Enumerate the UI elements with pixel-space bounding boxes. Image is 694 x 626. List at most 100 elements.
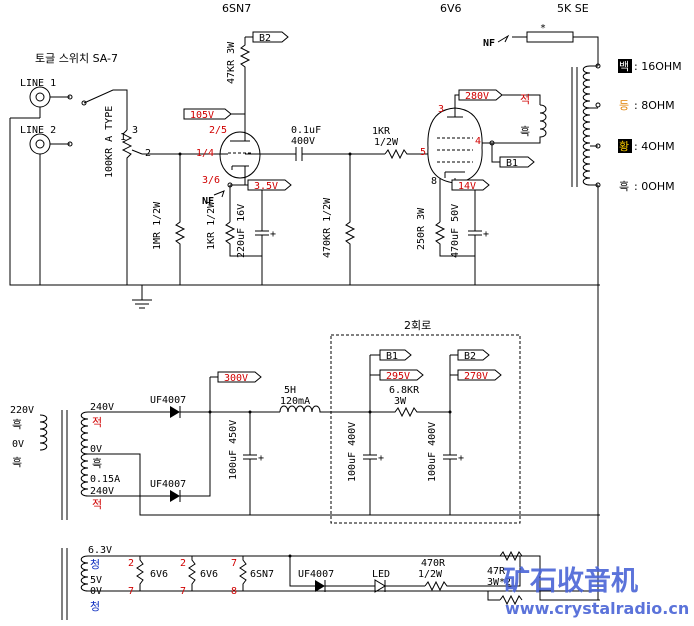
cathode1-res-label: 1KR 1/2W	[206, 201, 217, 250]
balance-resistor-1	[499, 550, 523, 562]
output-primary	[482, 104, 547, 144]
grid-stop-w: 1/2W	[374, 137, 399, 148]
filter-cap3	[443, 412, 457, 515]
svg-text:295V: 295V	[386, 371, 410, 382]
switch-contact-2	[67, 141, 73, 147]
power-core	[61, 410, 68, 520]
svg-text:B1: B1	[386, 351, 398, 362]
diode2-label: UF4007	[150, 479, 186, 490]
cathode1-node	[227, 182, 233, 188]
tap-4-value: : 4OHM	[634, 140, 675, 153]
grid-stop-label: 1KR	[372, 126, 391, 137]
grid-leak-resistor	[344, 154, 356, 285]
filament-c-label: 6SN7	[250, 569, 274, 580]
heater-diode	[315, 580, 325, 592]
cathode1-cap-label: 220uF 16V	[236, 204, 247, 258]
mains-black2-label: 흑	[12, 455, 22, 469]
svg-text:270V: 270V	[464, 371, 488, 382]
svg-text:+: +	[378, 453, 384, 464]
cathode2-capacitor	[468, 200, 482, 285]
pin-grid-2: 5	[420, 147, 426, 158]
ot-secondary	[582, 65, 591, 186]
switch-arm	[83, 89, 128, 130]
svg-text:7: 7	[128, 586, 134, 597]
grid-resistor	[174, 154, 186, 285]
line1-jack	[29, 86, 51, 108]
switch-pivot	[81, 100, 87, 106]
filament-b-label: 6V6	[200, 569, 218, 580]
mains-zero-label: 0V	[12, 439, 24, 450]
b-rail-wires	[369, 354, 458, 412]
coupling-cap-v: 400V	[291, 136, 315, 147]
tap-16-dot	[595, 63, 601, 69]
pin-grid-1: 1/4	[196, 148, 214, 159]
pin-plate-2: 3	[438, 104, 444, 115]
tag-280v: 280V	[458, 89, 503, 102]
mains-label: 220V	[10, 405, 34, 416]
tag-3v5: 3.5V	[247, 179, 292, 192]
tag-270v: 270V	[457, 369, 502, 382]
tube1-label: 6SN7	[222, 2, 251, 15]
led-resistor	[424, 556, 521, 592]
tag-14v: 14V	[451, 179, 490, 192]
ot-core	[571, 67, 578, 187]
tube2-label: 6V6	[440, 2, 462, 15]
pin-plate-1: 2/5	[209, 125, 227, 136]
tag-b2-stage1: B2	[252, 31, 289, 44]
filter-cap3-label: 100uF 400V	[427, 422, 438, 482]
svg-text:2: 2	[180, 558, 186, 569]
heater-wires	[88, 555, 600, 601]
nf-wire	[512, 36, 599, 66]
diode2	[170, 490, 180, 502]
tap-4-color: 황	[619, 140, 629, 153]
svg-text:B2: B2	[259, 33, 271, 44]
svg-text:300V: 300V	[224, 373, 248, 384]
cathode1-resistor	[224, 221, 262, 257]
cathode1-capacitor	[255, 200, 269, 285]
tag-105v: 105V	[183, 108, 232, 121]
svg-text:B1: B1	[506, 158, 518, 169]
svg-text:+: +	[458, 453, 464, 464]
led-res-w: 1/2W	[418, 569, 443, 580]
switch-contact-1	[67, 94, 73, 100]
coupling-cap	[295, 147, 303, 161]
filter-cap2-label: 100uF 400V	[347, 422, 358, 482]
svg-text:B2: B2	[464, 351, 476, 362]
heater-blue2: 청	[90, 600, 100, 613]
diode2-wires	[150, 412, 211, 497]
sec-black-label: 흑	[92, 456, 102, 470]
svg-text:105V: 105V	[190, 110, 214, 121]
nf-label-1: NF	[202, 196, 214, 207]
pin-g2-2: 4	[475, 136, 481, 147]
tag-b2-psu: B2	[457, 349, 490, 362]
led	[374, 579, 425, 593]
sec-zero-label: 0V	[90, 444, 102, 455]
input-ground-wires	[9, 107, 600, 286]
heater-diode-label: UF4007	[298, 569, 334, 580]
tap-4-swatch	[618, 139, 632, 153]
diode1-label: UF4007	[150, 395, 186, 406]
grid-stopper	[384, 148, 428, 160]
tube-6sn7	[219, 115, 261, 185]
heater-63v: 6.3V	[88, 545, 112, 556]
power-primary	[39, 414, 48, 451]
tap-0-dot	[595, 182, 601, 188]
cathode2-res-label: 250R 3W	[416, 207, 427, 250]
tag-b1-stage2: B1	[499, 156, 535, 169]
watermark-url: www.crystalradio.cn	[505, 599, 689, 618]
ot-tap-wires	[590, 65, 599, 600]
heater-blue1: 청	[90, 558, 100, 571]
drop-res-w: 3W	[394, 396, 407, 407]
line1-label: LINE 1	[20, 78, 56, 89]
tap-0-value: : 0OHM	[634, 180, 675, 193]
line2-label: LINE 2	[20, 125, 56, 136]
vol-pin-3: 3	[132, 125, 138, 136]
plate-resistor-47k	[239, 36, 253, 115]
sec-red-label: 적	[92, 416, 102, 429]
mains-black-label: 흑	[12, 417, 22, 431]
tube-6v6	[427, 100, 483, 184]
b1-wire	[491, 143, 500, 163]
power-secondary	[80, 411, 89, 497]
led-label: LED	[372, 569, 390, 580]
heater-winding	[80, 555, 89, 592]
